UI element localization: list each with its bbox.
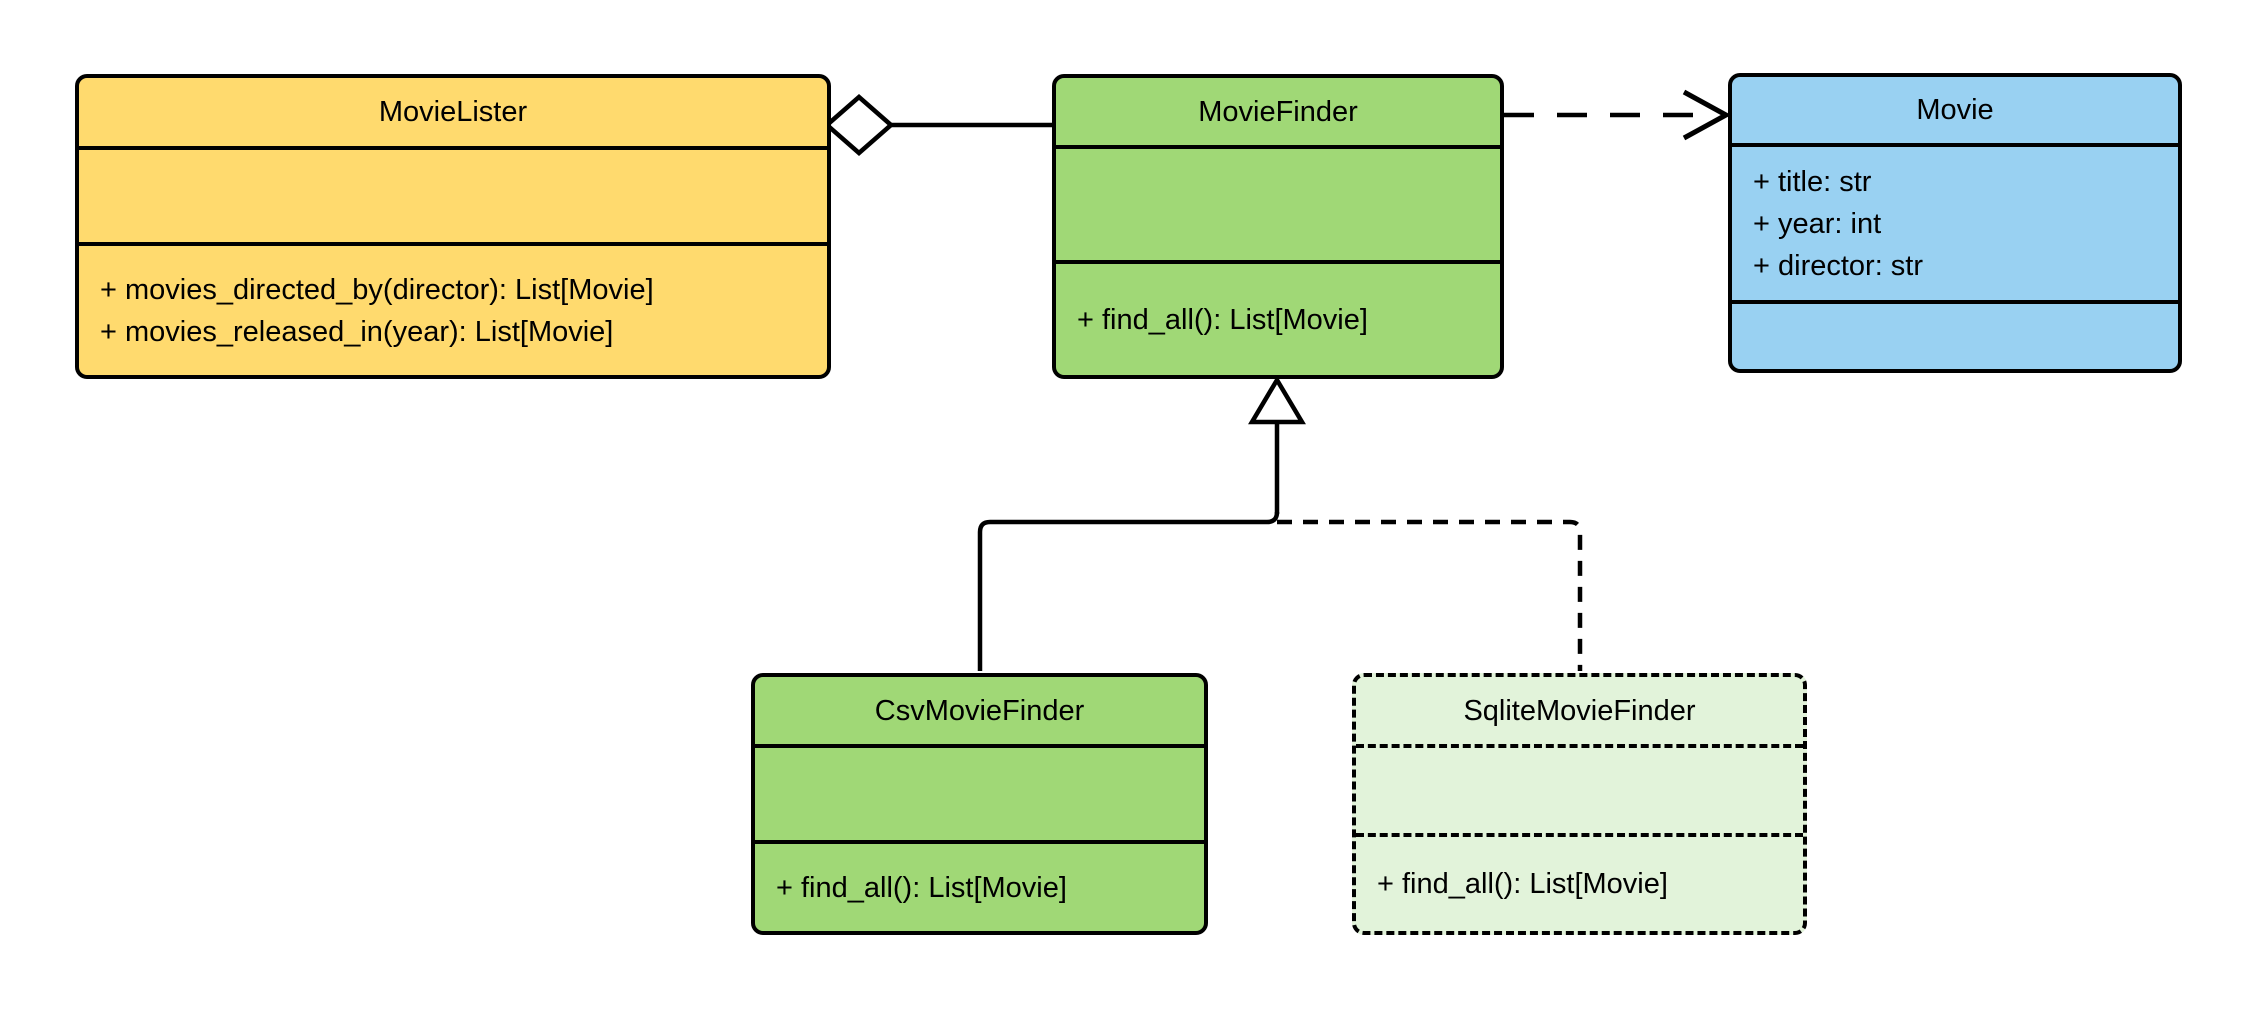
class-name-movielister: MovieLister [378,96,528,128]
method-label: + movies_released_in(year): List[Movie] [100,315,614,348]
generalization-connector-sqlitemoviefinder-moviefinder[interactable] [1277,519,1583,671]
methods-compartment [1732,300,2178,369]
class-name-csvmoviefinder: CsvMovieFinder [874,694,1085,727]
class-box-moviefinder[interactable]: MovieFinder + find_all(): List[Movie] [1052,74,1504,379]
method-label: + movies_directed_by(director): List[Mov… [100,273,654,306]
class-name-moviefinder: MovieFinder [1198,95,1358,128]
attribute-label: + title: str [1753,165,1872,198]
methods-compartment: + find_all(): List[Movie] [1356,833,1803,931]
class-name-sqlitemoviefinder: SqliteMovieFinder [1463,694,1696,727]
attributes-compartment [1356,744,1803,833]
open-arrowhead-icon [1682,89,1732,141]
methods-compartment: + find_all(): List[Movie] [755,840,1204,931]
methods-compartment: + movies_directed_by(director): List[Mov… [79,242,827,375]
method-label: + find_all(): List[Movie] [776,871,1067,904]
attributes-compartment [755,744,1204,840]
class-box-sqlitemoviefinder[interactable]: SqliteMovieFinder + find_all(): List[Mov… [1352,673,1807,935]
methods-compartment: + find_all(): List[Movie] [1056,260,1500,375]
attribute-label: + director: str [1753,249,1924,282]
method-label: + find_all(): List[Movie] [1377,868,1668,900]
inheritance-triangle-icon [1248,375,1306,425]
attribute-label: + year: int [1753,207,1882,240]
class-header: Movie [1732,77,2178,143]
class-header: MovieLister [79,78,827,146]
class-header: MovieFinder [1056,78,1500,145]
attributes-compartment: + title: str + year: int + director: str [1732,143,2178,300]
generalization-connector-csvmoviefinder-moviefinder[interactable] [977,375,1306,671]
class-box-csvmoviefinder[interactable]: CsvMovieFinder + find_all(): List[Movie] [751,673,1208,935]
method-label: + find_all(): List[Movie] [1077,303,1368,336]
aggregation-connector-movielister-moviefinder[interactable] [823,94,1052,156]
class-name-movie: Movie [1916,94,1994,126]
attributes-compartment [79,146,827,242]
class-header: SqliteMovieFinder [1356,677,1803,744]
class-box-movielister[interactable]: MovieLister + movies_directed_by(directo… [75,74,831,379]
dependency-connector-moviefinder-movie[interactable] [1504,89,1732,141]
aggregation-diamond-icon [823,94,895,156]
class-header: CsvMovieFinder [755,677,1204,744]
class-box-movie[interactable]: Movie + title: str + year: int + directo… [1728,73,2182,373]
attributes-compartment [1056,145,1500,260]
